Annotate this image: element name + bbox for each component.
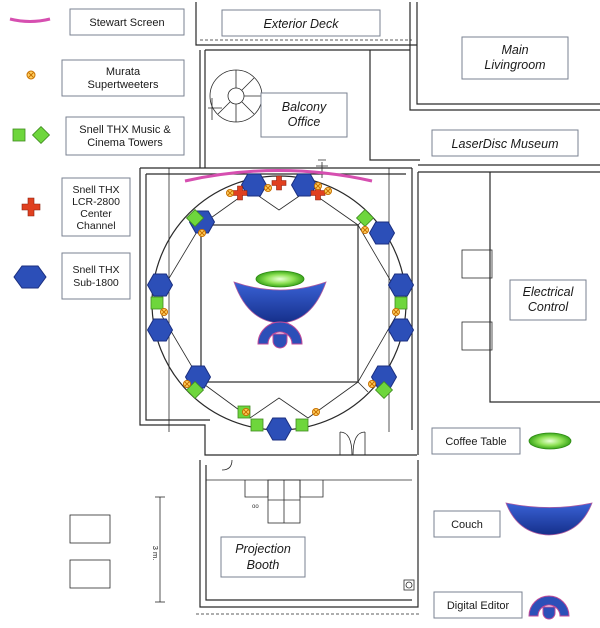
room-box-projection-booth xyxy=(220,536,306,578)
tower-speaker-square xyxy=(150,296,164,310)
screen-legend-icon xyxy=(9,17,51,23)
tower-speaker-square xyxy=(394,296,408,310)
room-box-laserdisc xyxy=(431,129,579,157)
sub-speaker-hex xyxy=(184,365,212,389)
supertweeter-mark xyxy=(369,381,375,387)
legend-label-digital-editor: Digital Editor xyxy=(447,600,510,612)
legend-label-murata-1: Murata xyxy=(106,66,141,78)
legend-right: Coffee Table Couch Digital Editor xyxy=(431,427,593,620)
sub-speaker-hex xyxy=(265,417,293,441)
sub-speaker-hex xyxy=(240,173,268,197)
sub-speaker-hex xyxy=(146,318,174,342)
room-label-laserdisc: LaserDisc Museum xyxy=(452,137,559,151)
sub-speaker-hex xyxy=(387,273,415,297)
coffee-table xyxy=(255,270,305,288)
supertweeter-mark xyxy=(362,227,368,233)
legend-label-center-2: LCR-2800 xyxy=(72,196,120,208)
legend-label-center-3: Center xyxy=(80,208,112,220)
sub-speaker-hex xyxy=(368,221,396,245)
center-channel-legend-icon xyxy=(21,197,41,217)
sub-legend-icon xyxy=(13,265,47,289)
legend-label-center-4: Channel xyxy=(76,220,115,232)
sub-speaker-hex xyxy=(387,318,415,342)
room-label-exterior-deck: Exterior Deck xyxy=(263,17,339,31)
legend-label-stewart-screen: Stewart Screen xyxy=(89,17,164,29)
room-label-main-2: Livingroom xyxy=(484,58,545,72)
tower-legend-square-icon xyxy=(12,128,26,142)
legend-box-coffee-table xyxy=(431,427,521,455)
legend-left: Stewart Screen Murata Supertweeters Snel… xyxy=(9,8,185,300)
legend-label-coffee-table: Coffee Table xyxy=(445,436,506,448)
legend-box-murata xyxy=(61,59,185,97)
supertweeter-mark xyxy=(325,188,331,194)
center-channel-speaker xyxy=(310,185,326,201)
sub-speaker-hex xyxy=(290,173,318,197)
stewart-screen xyxy=(184,169,373,183)
digital-editor xyxy=(257,321,303,349)
center-channel-speaker xyxy=(271,175,287,191)
legend-box-towers xyxy=(65,116,185,156)
legend-box-sub xyxy=(61,252,131,300)
booth-fixture-marks: oo xyxy=(252,504,259,510)
room-label-balcony-1: Balcony xyxy=(282,100,327,114)
room-label-electrical-1: Electrical xyxy=(523,285,575,299)
coffee-table-legend-icon xyxy=(528,432,572,450)
couch xyxy=(233,281,327,324)
supertweeter-mark xyxy=(243,409,249,415)
room-label-projection-1: Projection xyxy=(235,542,291,556)
supertweeter-mark xyxy=(313,409,319,415)
tower-speaker-diamond xyxy=(374,380,394,400)
tower-speaker-diamond xyxy=(185,208,205,228)
room-label-main-1: Main xyxy=(501,43,528,57)
tower-speaker-diamond xyxy=(185,380,205,400)
room-labels: Exterior Deck Main Livingroom Balcony Of… xyxy=(220,9,587,578)
legend-label-murata-2: Supertweeters xyxy=(88,79,159,91)
legend-label-sub-2: Sub-1800 xyxy=(73,277,119,289)
sub-speaker-hex xyxy=(146,273,174,297)
legend-label-towers-2: Cinema Towers xyxy=(87,137,163,149)
building-walls: oo 3 m. xyxy=(69,2,600,615)
room-box-electrical xyxy=(509,279,587,321)
supertweeter-mark xyxy=(315,183,321,189)
couch-legend-icon xyxy=(505,502,593,536)
legend-box-digital-editor xyxy=(433,591,523,619)
supertweeter-mark xyxy=(199,230,205,236)
room-label-balcony-2: Office xyxy=(288,115,321,129)
seating-platform xyxy=(200,224,359,383)
tower-speaker-diamond xyxy=(355,208,375,228)
room-box-balcony-office xyxy=(260,92,348,138)
supertweeter-mark xyxy=(184,381,190,387)
supertweeter-mark xyxy=(393,309,399,315)
legend-box-stewart-screen xyxy=(69,8,185,36)
supertweeter-mark xyxy=(227,190,233,196)
tower-speaker-square xyxy=(295,418,309,432)
legend-label-sub-1: Snell THX xyxy=(72,264,119,276)
room-box-main-livingroom xyxy=(461,36,569,80)
sub-speakers xyxy=(146,173,415,441)
legend-label-couch: Couch xyxy=(451,519,483,531)
tower-speakers xyxy=(150,208,408,432)
supertweeter-mark xyxy=(161,309,167,315)
tweeter-legend-icon xyxy=(26,70,36,80)
dimension-label: 3 m. xyxy=(151,546,160,561)
room-label-projection-2: Booth xyxy=(247,558,280,572)
theater-layout xyxy=(146,159,415,441)
tower-speaker-square xyxy=(250,418,264,432)
digital-editor-legend-icon xyxy=(528,595,570,620)
legend-box-center xyxy=(61,177,131,237)
tower-legend-diamond-icon xyxy=(31,125,51,145)
supertweeter-mark xyxy=(265,185,271,191)
legend-label-towers-1: Snell THX Music & xyxy=(79,124,171,136)
room-box-exterior-deck xyxy=(221,9,381,37)
supertweeters xyxy=(160,182,400,416)
legend-label-center-1: Snell THX xyxy=(72,184,119,196)
legend-box-couch xyxy=(433,510,501,538)
room-label-electrical-2: Control xyxy=(528,300,570,314)
